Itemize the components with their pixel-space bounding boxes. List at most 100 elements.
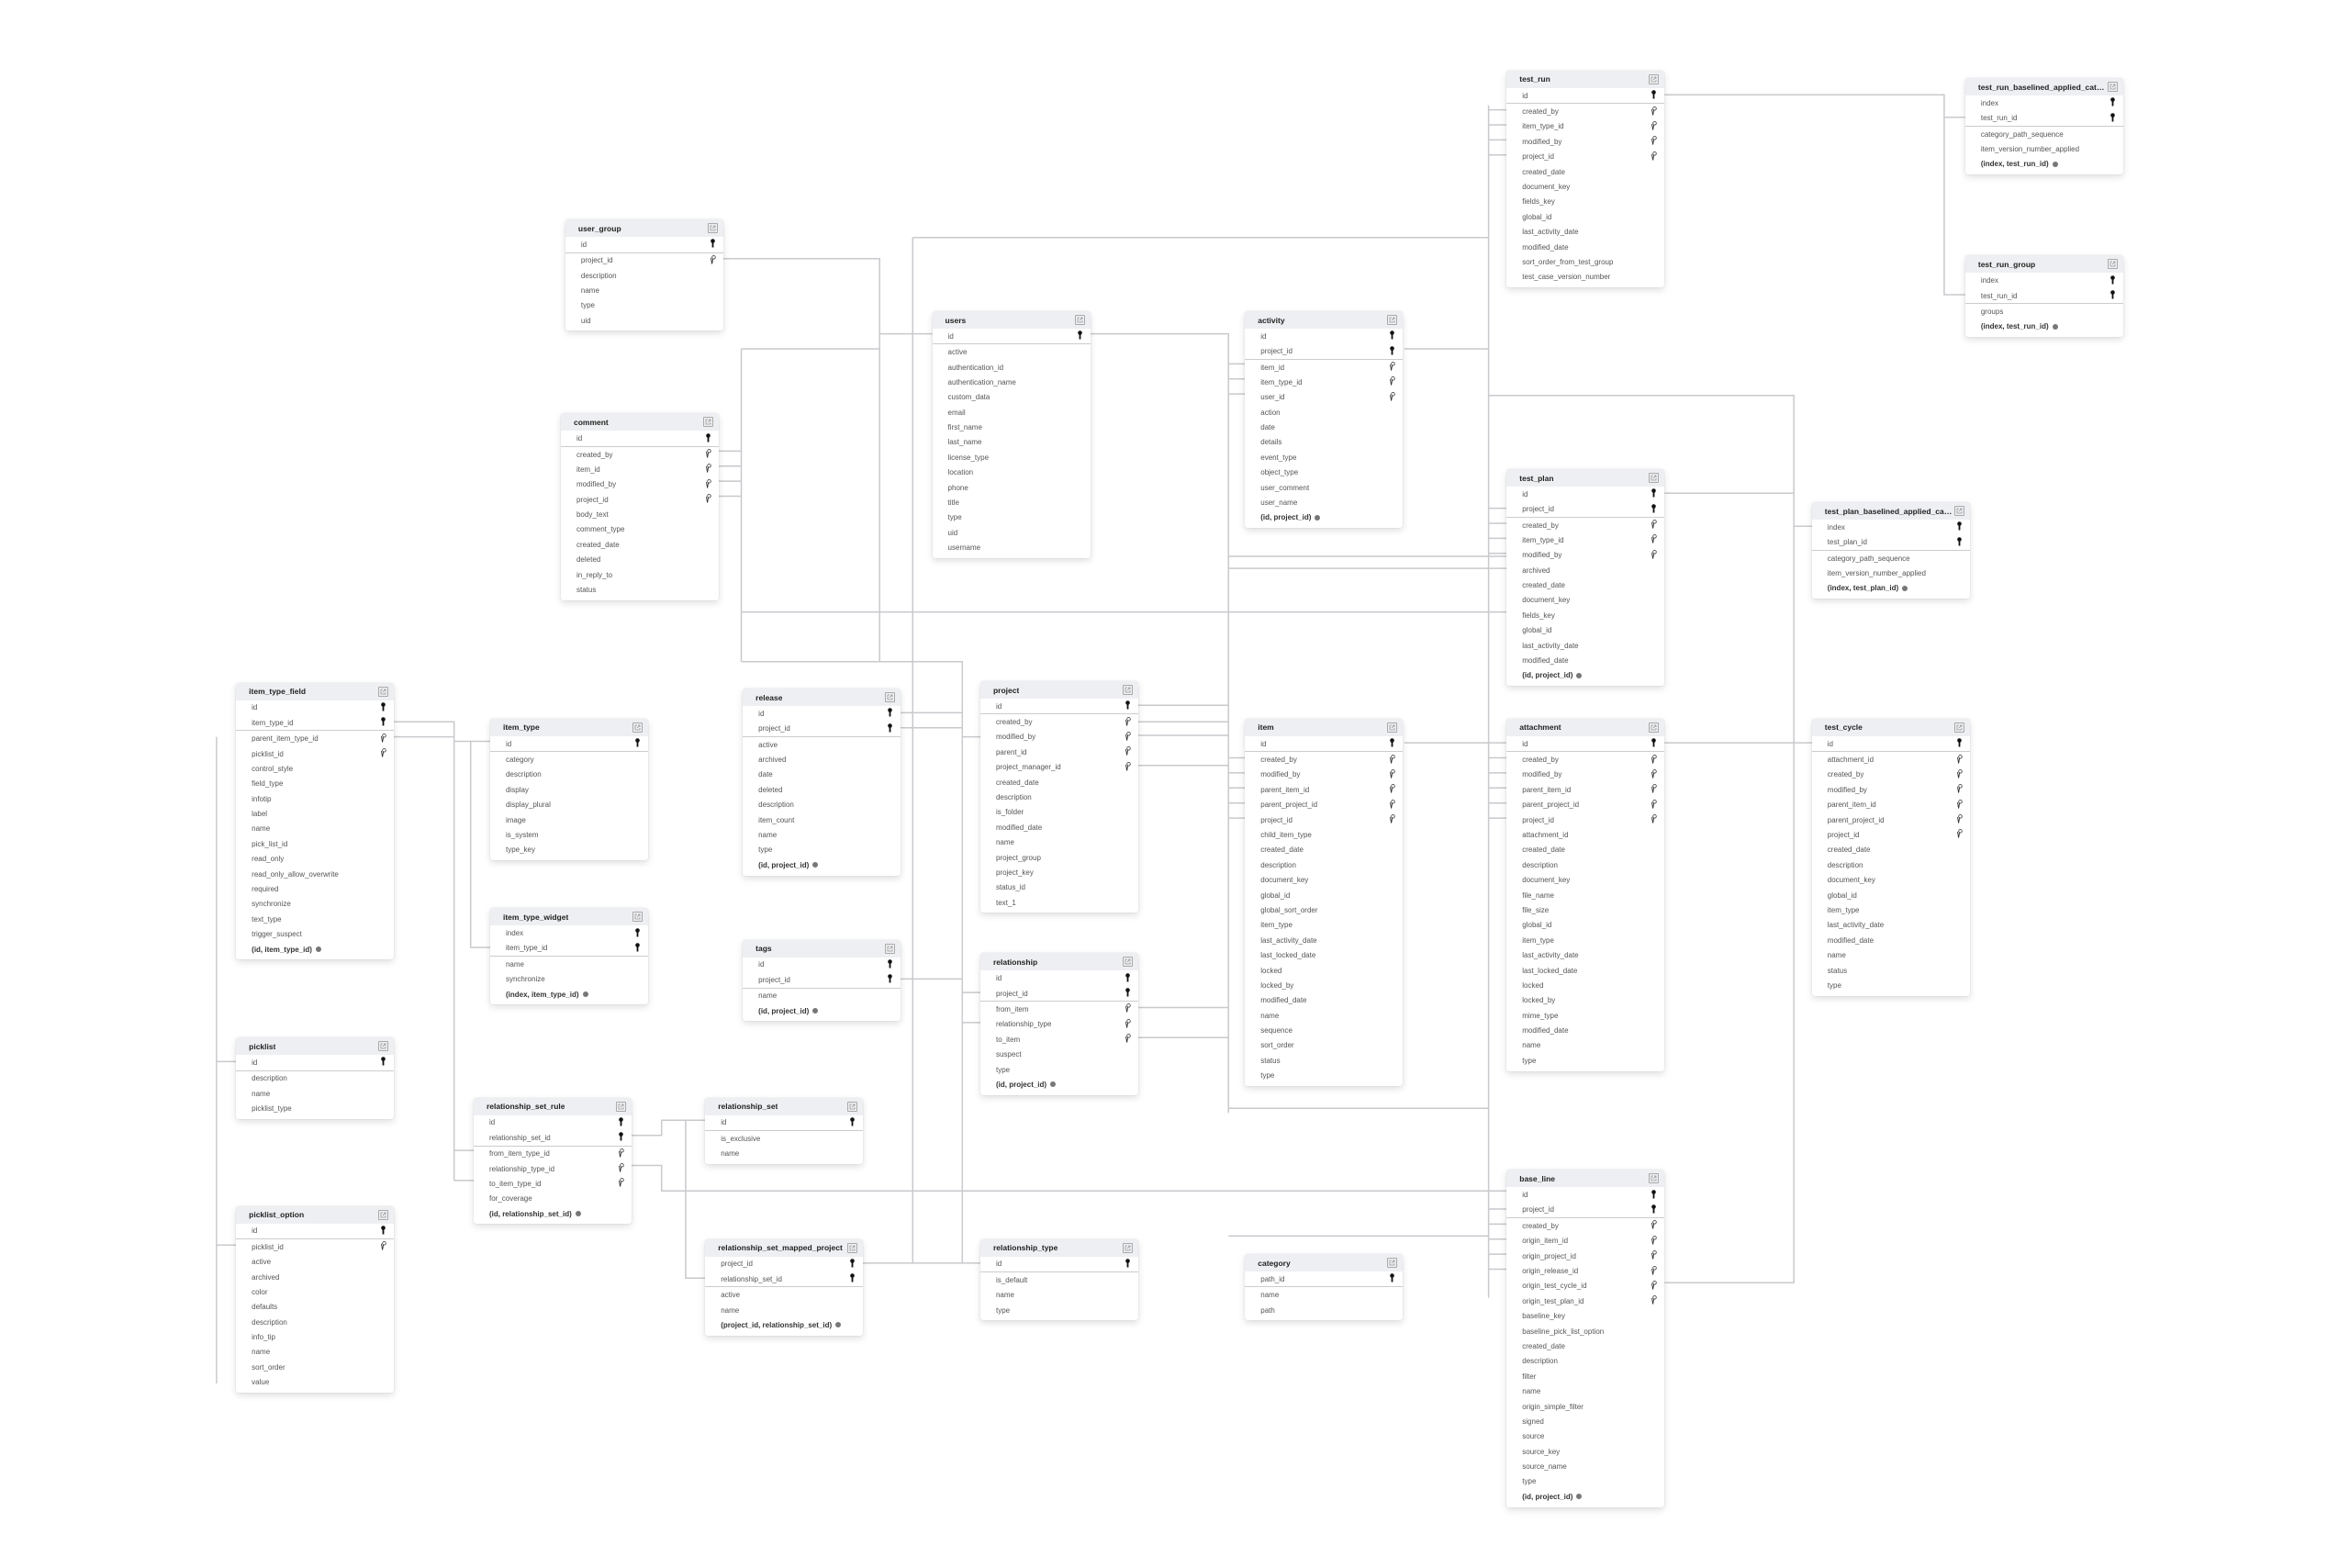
column-row[interactable]: created_date [1506,843,1664,857]
column-row[interactable]: synchronize [490,972,648,987]
column-row[interactable]: archived [743,752,901,767]
column-row[interactable]: global_id [1245,888,1403,902]
open-table-icon[interactable] [1953,506,1964,517]
column-row[interactable]: archived [236,1270,394,1284]
column-row[interactable]: created_date [1245,843,1403,857]
column-row[interactable]: custom_data [933,390,1091,405]
column-row[interactable]: relationship_set_id [705,1271,864,1288]
column-row[interactable]: name [236,1345,394,1360]
column-row[interactable]: status_id [980,880,1138,895]
column-row[interactable]: created_by [1245,752,1403,767]
column-row[interactable]: picklist_type [236,1101,394,1118]
column-row[interactable]: project_manager_id [980,760,1138,775]
column-row[interactable]: category_path_sequence [1812,551,1970,566]
column-row[interactable]: test_case_version_number [1506,270,1664,287]
column-row[interactable]: id [1245,736,1404,753]
column-row[interactable]: id [932,329,1091,345]
column-row[interactable]: to_item [980,1032,1138,1047]
column-row[interactable]: event_type [1245,450,1403,465]
column-row[interactable]: modified_date [1506,1023,1664,1037]
column-row[interactable]: first_name [933,420,1091,434]
column-row[interactable]: created_date [561,537,719,552]
column-row[interactable]: pick_list_id [236,836,394,851]
column-row[interactable]: name [1506,1383,1664,1398]
column-row[interactable]: action [1245,405,1403,420]
composite-key-row[interactable]: (index, test_run_id) [1965,157,2123,174]
column-row[interactable]: relationship_type_id [474,1161,632,1176]
column-row[interactable]: id [560,431,719,447]
column-row[interactable]: mime_type [1506,1008,1664,1023]
column-row[interactable]: test_plan_id [1811,534,1970,551]
column-row[interactable]: description [1812,857,1970,872]
column-row[interactable]: name [980,1287,1138,1302]
column-row[interactable]: id [979,699,1138,715]
info-icon[interactable] [2052,161,2058,167]
column-row[interactable]: item_version_number_applied [1965,141,2123,156]
column-row[interactable]: last_locked_date [1506,963,1664,978]
column-row[interactable]: id [743,958,901,972]
column-row[interactable]: id [474,1115,632,1130]
column-row[interactable]: fields_key [1506,195,1664,209]
column-row[interactable]: is_exclusive [705,1131,863,1146]
column-row[interactable]: index [490,925,648,940]
column-row[interactable]: phone [933,480,1091,495]
column-row[interactable]: sort_order [236,1360,394,1374]
column-row[interactable]: created_date [1812,843,1970,857]
composite-key-row[interactable]: (id, relationship_set_id) [474,1206,632,1224]
column-row[interactable]: suspect [980,1047,1138,1061]
composite-key-row[interactable]: (id, project_id) [1506,1489,1664,1506]
column-row[interactable]: color [236,1284,394,1299]
open-table-icon[interactable] [1953,722,1964,733]
column-row[interactable]: created_by [980,714,1138,729]
column-row[interactable]: type [1506,1053,1664,1070]
column-row[interactable]: trigger_suspect [236,927,394,942]
info-icon[interactable] [575,1211,581,1217]
composite-key-row[interactable]: (project_id, relationship_set_id) [705,1317,863,1335]
column-row[interactable]: sequence [1245,1023,1403,1037]
open-table-icon[interactable] [1387,722,1398,733]
composite-key-row[interactable]: (index, test_run_id) [1965,319,2123,337]
column-row[interactable]: name [1245,1287,1403,1302]
column-row[interactable]: test_run_id [1964,111,2123,127]
column-row[interactable]: id [705,1115,864,1132]
column-row[interactable]: synchronize [236,897,394,912]
column-row[interactable]: email [933,405,1091,420]
column-row[interactable]: modified_date [1245,993,1403,1008]
open-table-icon[interactable] [707,223,718,234]
column-row[interactable]: created_by [561,447,719,462]
column-row[interactable]: attachment_id [1812,752,1970,767]
column-row[interactable]: item_version_number_applied [1812,566,1970,580]
column-row[interactable]: location [933,465,1091,480]
column-row[interactable]: global_id [1506,209,1664,224]
info-icon[interactable] [812,862,819,868]
column-row[interactable]: deleted [561,553,719,567]
column-row[interactable]: created_by [1506,1218,1664,1233]
column-row[interactable]: status [1245,1053,1403,1068]
open-table-icon[interactable] [1122,957,1133,968]
column-row[interactable]: body_text [561,507,719,521]
column-row[interactable]: description [490,767,648,782]
column-row[interactable]: category_path_sequence [1965,127,2123,141]
column-row[interactable]: global_sort_order [1245,902,1403,917]
column-row[interactable]: name [743,827,901,842]
column-row[interactable]: name [490,957,648,971]
column-row[interactable]: index [1965,273,2123,287]
column-row[interactable]: modified_by [1245,767,1403,782]
column-row[interactable]: id [236,1055,395,1071]
column-row[interactable]: global_id [1506,918,1664,933]
column-row[interactable]: modified_date [1506,653,1664,667]
column-row[interactable]: document_key [1506,179,1664,194]
column-row[interactable]: control_style [236,761,394,776]
info-icon[interactable] [315,946,321,953]
column-row[interactable]: active [933,344,1091,359]
composite-key-row[interactable]: (id, item_type_id) [236,942,394,959]
info-icon[interactable] [1902,585,1908,591]
